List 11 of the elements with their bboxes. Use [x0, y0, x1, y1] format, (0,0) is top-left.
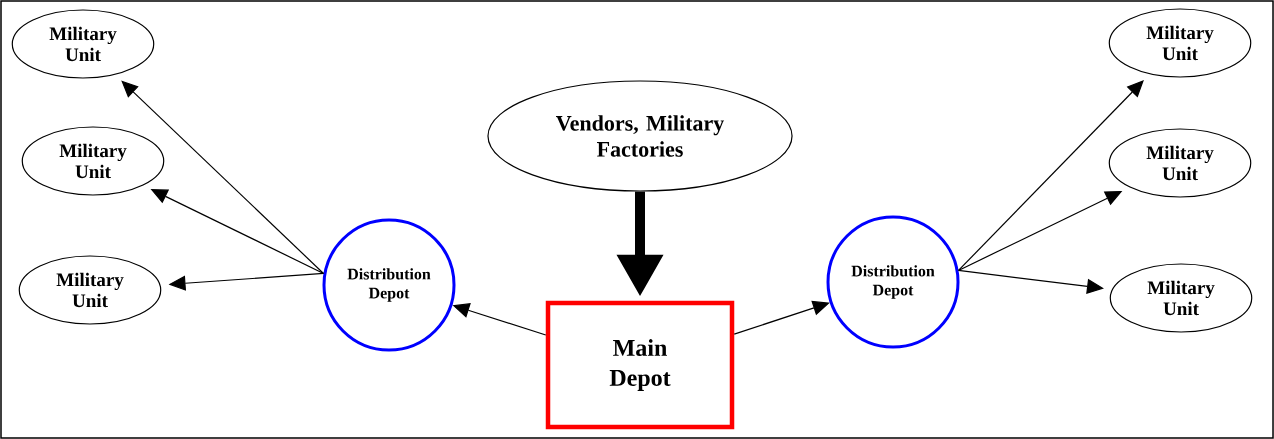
depot-box: Main Depot [545, 300, 735, 430]
ellipse-node: Vendors, Military Factories [487, 80, 793, 192]
ellipse-node: Military Unit [18, 255, 162, 325]
ellipse-node: Military Unit [1108, 128, 1252, 198]
ellipse-node: Military Unit [11, 9, 155, 79]
arrow [957, 80, 1144, 272]
arrow [121, 80, 325, 275]
arrow [957, 269, 1104, 294]
ellipse-node: Military Unit [21, 126, 165, 196]
ellipse-node: Military Unit [1109, 263, 1253, 333]
ellipse-node: Military Unit [1108, 8, 1252, 78]
